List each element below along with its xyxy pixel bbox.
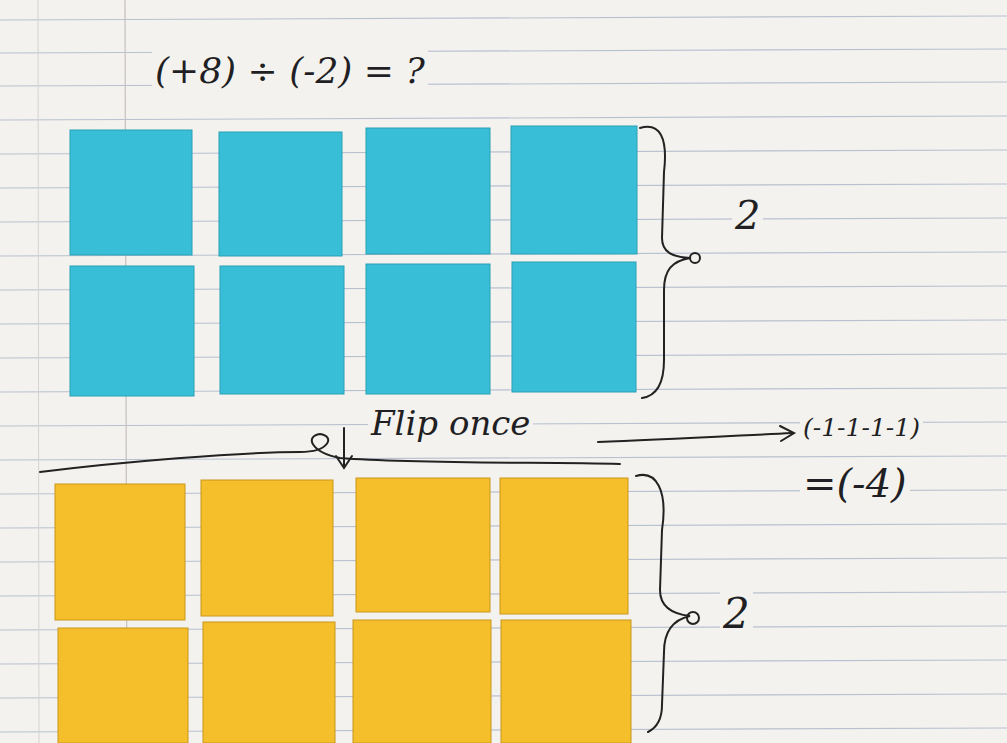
brackets — [636, 127, 700, 732]
flip-note: Flip once — [368, 404, 533, 443]
positive-tiles — [70, 126, 637, 396]
group-count: 2 — [720, 590, 753, 638]
answer: =(-4) — [800, 460, 910, 506]
group-count: 2 — [732, 192, 763, 238]
margin-line — [38, 0, 39, 743]
flip-result: (-1-1-1-1) — [800, 414, 923, 443]
equation-title: (+8) ÷ (-2) = ? — [152, 50, 428, 91]
negative-tiles — [55, 478, 631, 743]
